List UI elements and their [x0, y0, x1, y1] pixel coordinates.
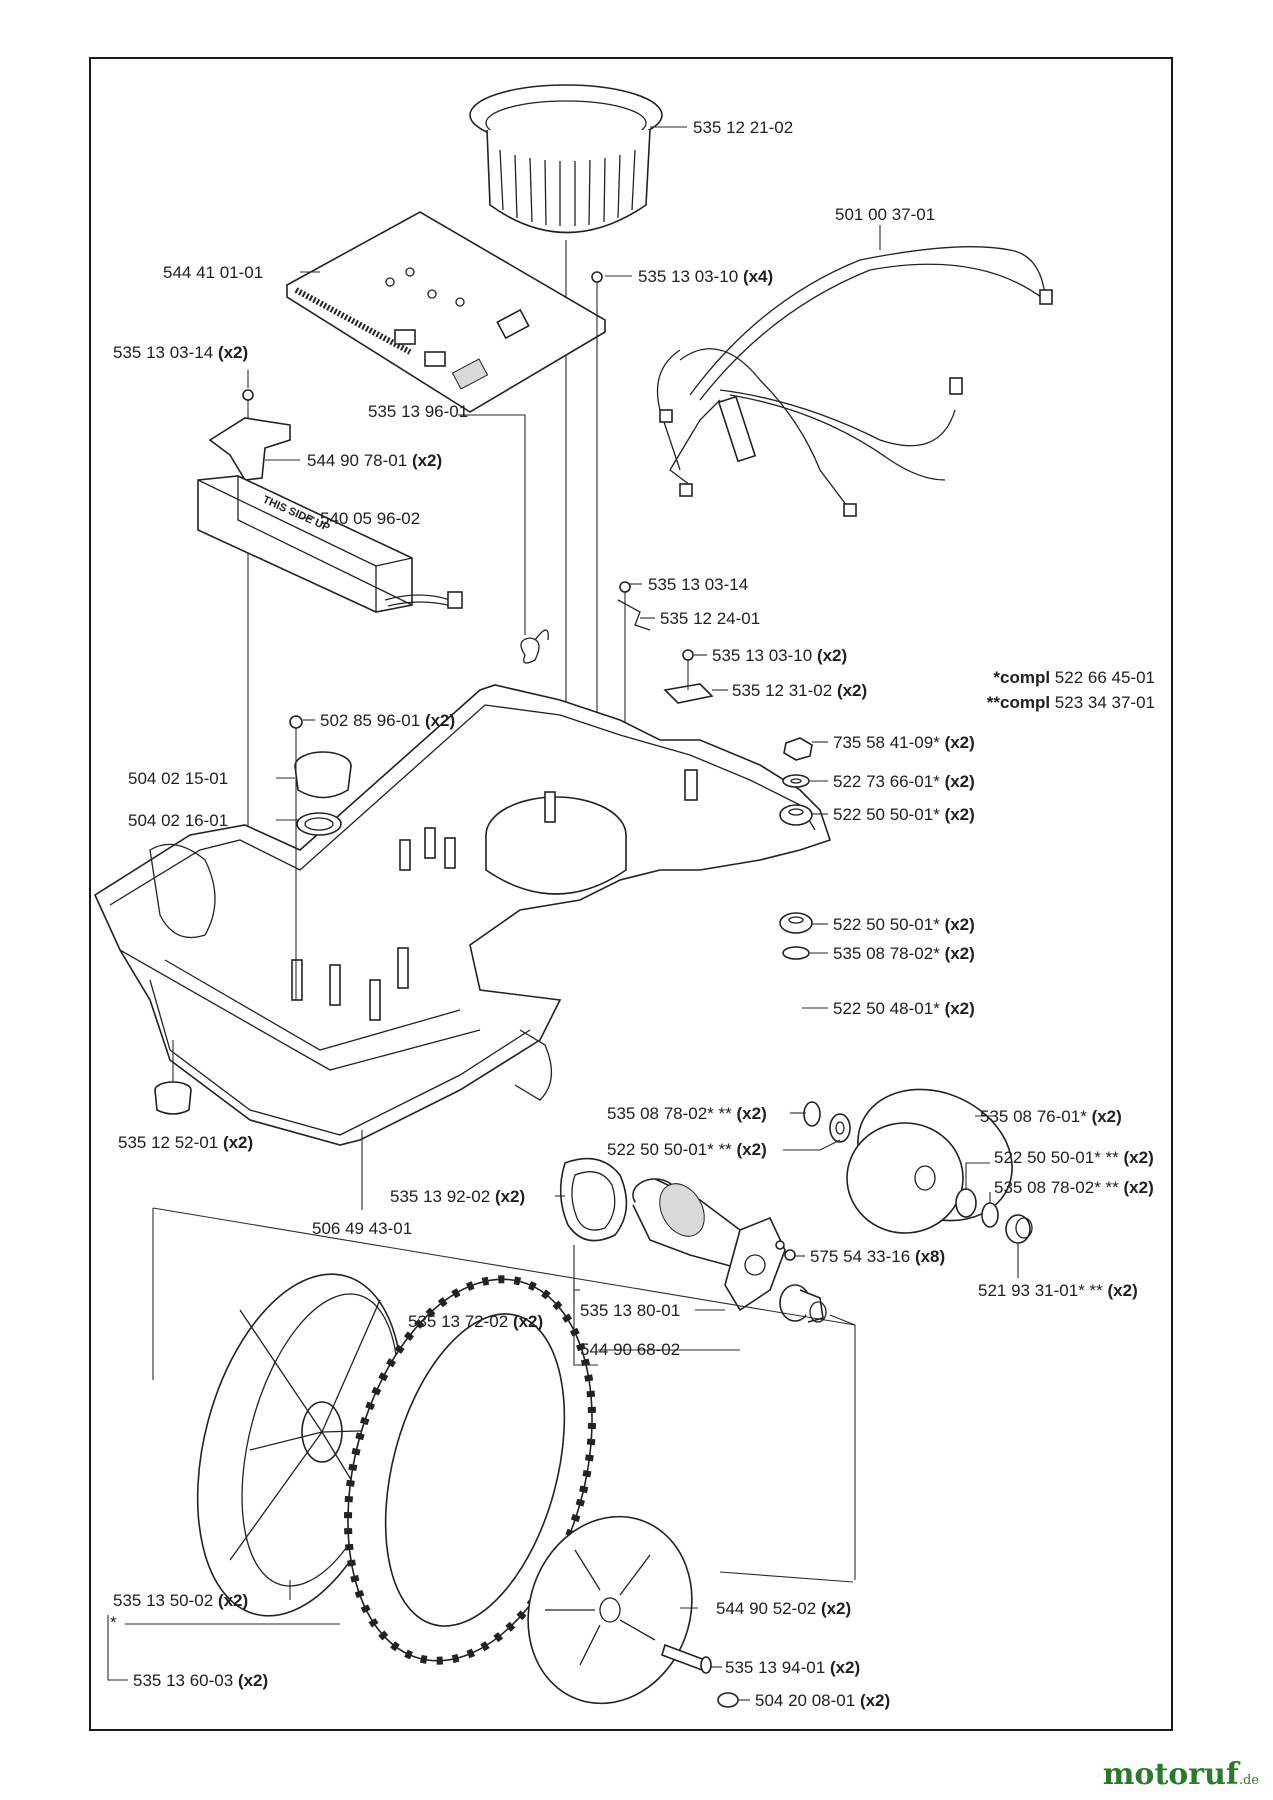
- part-number-label: 575 54 33-16 (x8): [810, 1247, 945, 1266]
- part-number-label: 521 93 31-01* ** (x2): [978, 1281, 1138, 1300]
- battery-bracket-part: [208, 417, 291, 481]
- part-number-label: 535 13 60-03 (x2): [133, 1671, 268, 1690]
- small-cap-part: [717, 1692, 739, 1708]
- part-number-label: 522 50 48-01* (x2): [833, 999, 975, 1018]
- part-number-label: 522 50 50-01* ** (x2): [994, 1148, 1154, 1167]
- screw-part: [591, 271, 603, 283]
- part-number-label: 535 08 76-01* (x2): [980, 1107, 1122, 1126]
- compl-note-2: **compl 523 34 37-01: [987, 693, 1155, 712]
- part-number-label: 502 85 96-01 (x2): [320, 711, 455, 730]
- leader-lines: [107, 126, 1019, 1701]
- part-number-label: 522 50 50-01* (x2): [833, 805, 975, 824]
- bearing-part: [955, 1188, 977, 1218]
- hub-cap-part: [1005, 1214, 1033, 1244]
- compl-note-1: *compl 522 66 45-01: [993, 668, 1155, 687]
- screw-part: [682, 649, 694, 661]
- part-labels: 535 12 21-02 501 00 37-01 544 41 01-01 5…: [110, 118, 1154, 1710]
- part-number-label: 535 13 92-02 (x2): [390, 1187, 525, 1206]
- washer-part: [803, 1101, 821, 1127]
- foot-part: [154, 1081, 192, 1115]
- nut-part: [783, 737, 813, 761]
- part-number-label: 535 13 80-01: [580, 1301, 680, 1320]
- screw-part: [784, 1249, 796, 1261]
- part-number-label: 501 00 37-01: [835, 205, 935, 224]
- part-number-label: 522 73 66-01* (x2): [833, 772, 975, 791]
- part-number-label: 540 05 96-02: [320, 509, 420, 528]
- part-number-label: 535 08 78-02* ** (x2): [994, 1178, 1154, 1197]
- hub-cover-part: [527, 1515, 693, 1705]
- pcb-board-part: [285, 211, 607, 413]
- wheel-screw-part: [661, 1643, 712, 1674]
- hook-part: [520, 629, 549, 664]
- washer-part: [981, 1202, 999, 1228]
- hub-shaft-part: [779, 1284, 827, 1323]
- part-number-label: 535 13 50-02 (x2): [113, 1591, 248, 1610]
- part-number-label: 535 12 24-01: [660, 609, 760, 628]
- brand-logo: motoruf.de: [1102, 1757, 1259, 1792]
- chassis-part: [93, 684, 832, 1146]
- part-number-label: 504 02 16-01: [128, 811, 228, 830]
- screw-part: [619, 581, 631, 593]
- part-number-label: 535 12 52-01 (x2): [118, 1133, 253, 1152]
- part-number-label: 535 13 96-01: [368, 402, 468, 421]
- part-number-label: 535 13 03-14: [648, 575, 748, 594]
- diagram-frame: [89, 57, 1173, 1731]
- bearing-part: [779, 912, 813, 934]
- part-number-label: 535 13 03-10 (x4): [638, 267, 773, 286]
- part-number-label: 535 13 03-10 (x2): [712, 646, 847, 665]
- part-number-label: 504 02 15-01: [128, 769, 228, 788]
- cap-part: [289, 715, 352, 799]
- part-number-label: 535 13 94-01 (x2): [725, 1658, 860, 1677]
- compl-notes: *compl 522 66 45-01 **compl 523 34 37-01: [987, 668, 1155, 712]
- asterisk-note: *: [110, 1613, 117, 1632]
- front-wheel-part: [846, 1088, 1013, 1234]
- part-number-label: 535 08 78-02* (x2): [833, 944, 975, 963]
- seal-ring-part: [296, 812, 342, 836]
- part-number-label: 522 50 50-01* (x2): [833, 915, 975, 934]
- motor-plate-part: [724, 1216, 786, 1312]
- part-number-label: 535 12 21-02: [693, 118, 793, 137]
- battery-part: THIS SIDE UP: [197, 475, 463, 613]
- part-number-label: 535 08 78-02* ** (x2): [607, 1104, 767, 1123]
- part-number-label: 535 12 31-02 (x2): [732, 681, 867, 700]
- part-number-label: 506 49 43-01: [312, 1219, 412, 1238]
- top-ring-part: [469, 84, 663, 855]
- wiring-harness-part: [656, 246, 1053, 517]
- axle-part: [723, 962, 802, 1107]
- washer-part: [782, 774, 810, 788]
- part-number-label: 535 13 72-02 (x2): [408, 1312, 543, 1331]
- part-number-label: 504 20 08-01 (x2): [755, 1691, 890, 1710]
- part-number-label: 544 90 52-02 (x2): [716, 1599, 851, 1618]
- screw-part: [242, 389, 254, 401]
- part-number-label: 535 13 03-14 (x2): [113, 343, 248, 362]
- bearing-part: [779, 804, 813, 826]
- part-number-label: 544 41 01-01: [163, 263, 263, 282]
- gasket-part: [559, 1157, 628, 1242]
- part-number-label: 544 90 68-02: [580, 1340, 680, 1359]
- washer-part: [782, 946, 810, 960]
- part-number-label: 544 90 78-01 (x2): [307, 451, 442, 470]
- bearing-part: [829, 1113, 851, 1143]
- part-number-label: 522 50 50-01* ** (x2): [607, 1140, 767, 1159]
- clip-part: [617, 599, 651, 631]
- tyre-part: [343, 1275, 597, 1665]
- part-number-label: 735 58 41-09* (x2): [833, 733, 975, 752]
